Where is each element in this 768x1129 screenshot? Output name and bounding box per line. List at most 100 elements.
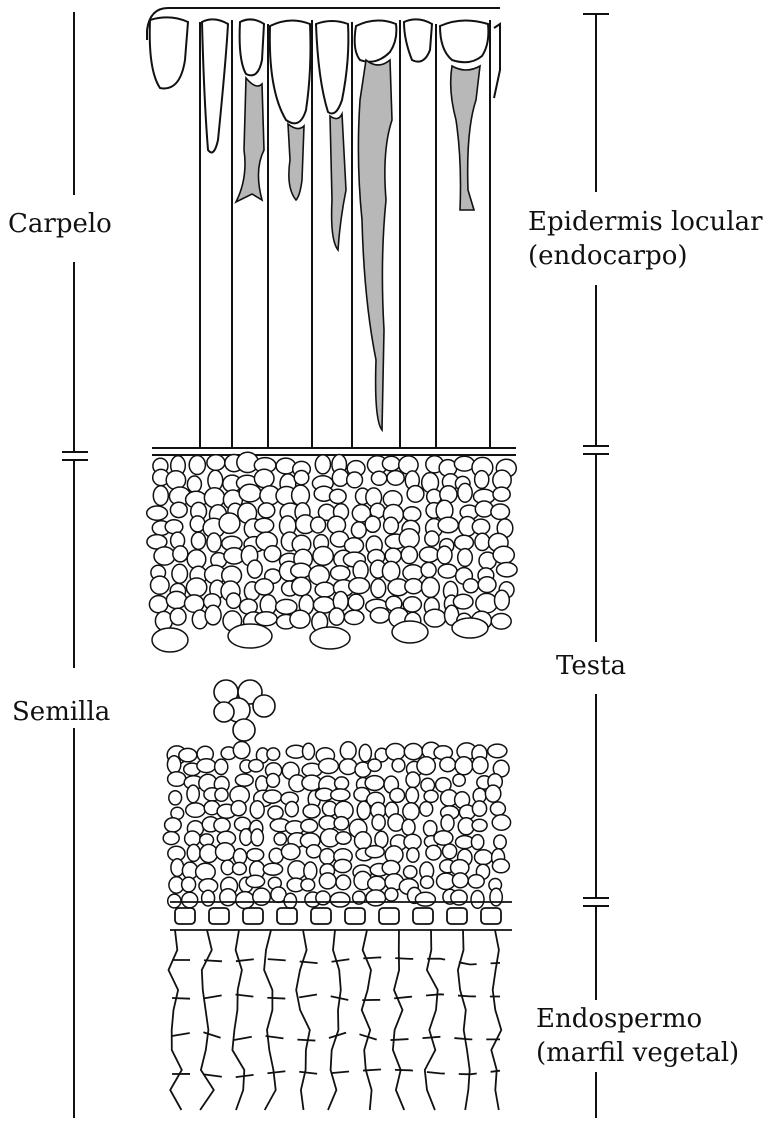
tissue-cell <box>387 471 404 486</box>
tissue-cell <box>471 891 484 909</box>
tissue-cell <box>251 829 263 846</box>
tissue-cell <box>319 759 339 774</box>
tissue-cell <box>475 471 489 489</box>
tissue-cell <box>214 818 230 832</box>
tissue-cell <box>196 863 216 880</box>
tissue-cell <box>233 742 250 759</box>
label-semilla: Semilla <box>12 696 110 728</box>
tissue-cell <box>165 520 183 534</box>
endosperm-wall <box>209 908 229 924</box>
tissue-cell <box>311 517 326 533</box>
tissue-cell <box>386 744 405 761</box>
tissue-cell <box>173 546 188 562</box>
tissue-cell <box>236 892 254 909</box>
tissue-cell <box>313 547 333 566</box>
tissue-cell <box>357 801 370 819</box>
tissue-cell <box>497 563 518 577</box>
endosperm-wall <box>413 908 433 924</box>
tissue-cell <box>359 744 371 761</box>
endosperm-wall <box>379 908 399 924</box>
tissue-cell <box>246 875 265 887</box>
tissue-cell <box>348 594 364 610</box>
tissue-cell <box>187 844 200 861</box>
endosperm-wall <box>458 930 470 1110</box>
tissue-cell <box>235 774 253 786</box>
tissue-cell <box>320 849 335 865</box>
tissue-cell <box>452 618 488 638</box>
tissue-cell <box>331 566 350 581</box>
tissue-cell <box>207 455 225 471</box>
tissue-cell <box>368 759 381 771</box>
tissue-cell <box>258 503 275 518</box>
tissue-cell <box>490 802 505 816</box>
tissue-cell <box>255 579 274 595</box>
tissue-cell <box>407 486 424 503</box>
tissue-cell <box>197 759 216 773</box>
tissue-cell <box>339 759 357 775</box>
tissue-cell <box>421 876 434 888</box>
tissue-cell <box>336 875 351 890</box>
tissue-cell <box>204 488 224 508</box>
tissue-cell <box>405 579 423 594</box>
tissue-cell <box>274 833 286 845</box>
tissue-cell <box>385 548 401 563</box>
endosperm-wall <box>172 994 500 1001</box>
tissue-cell <box>340 742 356 760</box>
tissue-cell <box>332 469 348 486</box>
tissue-cell <box>347 472 363 488</box>
endosperm-wall <box>345 908 365 924</box>
tissue-cell <box>267 774 280 788</box>
tissue-cell <box>165 818 182 832</box>
tissue-cell <box>475 850 493 865</box>
tissue-cell <box>491 504 510 519</box>
tissue-cell <box>472 757 488 774</box>
tissue-cell <box>171 859 184 877</box>
label-epidermis-locular: Epidermis locular <box>528 206 763 238</box>
tissue-cell <box>255 518 274 532</box>
tissue-cell <box>291 563 311 578</box>
tissue-cell <box>231 801 246 816</box>
tissue-cell <box>495 590 510 610</box>
tissue-cell <box>247 560 262 578</box>
tissue-cell <box>249 760 264 772</box>
tissue-cell <box>285 802 298 817</box>
tissue-cell <box>268 806 283 819</box>
endosperm-wall <box>393 930 404 1110</box>
tissue-cell <box>425 531 439 546</box>
label-marfil-vegetal: (marfil vegetal) <box>536 1037 739 1069</box>
tissue-cell <box>488 744 507 758</box>
tissue-cell <box>471 835 483 850</box>
tissue-cell <box>330 892 350 907</box>
tissue-cell <box>205 605 221 625</box>
tissue-cell <box>491 614 511 630</box>
tissue-cell <box>455 757 473 775</box>
tissue-cell <box>303 804 320 818</box>
pigment-plugs <box>236 60 480 430</box>
endosperm-wall <box>172 1070 500 1078</box>
label-testa: Testa <box>556 650 626 682</box>
tissue-cell <box>426 845 441 860</box>
tissue-cell <box>290 610 310 628</box>
tissue-cell <box>403 507 421 522</box>
tissue-cell <box>267 748 280 760</box>
tissue-cell <box>493 546 514 563</box>
tissue-cell <box>207 533 221 552</box>
tissue-cell <box>407 848 419 863</box>
tissue-cell <box>335 777 349 790</box>
tissue-cell <box>167 756 180 773</box>
label-endocarpo: (endocarpo) <box>528 240 688 272</box>
tissue-cell <box>263 863 282 875</box>
tissue-cell <box>392 621 428 643</box>
tissue-cell <box>443 844 457 859</box>
tissue-cell <box>219 513 240 533</box>
tissue-cell <box>406 787 419 803</box>
tissue-cell <box>402 819 415 835</box>
tissue-cell <box>304 862 317 880</box>
endosperm-wall <box>169 930 182 1110</box>
left-bracket <box>62 12 88 1118</box>
endosperm-wall <box>425 930 438 1110</box>
endosperm-wall <box>200 930 214 1110</box>
tissue-cell <box>419 547 438 562</box>
tissue-cell <box>415 892 435 906</box>
tissue-cell <box>365 776 384 791</box>
